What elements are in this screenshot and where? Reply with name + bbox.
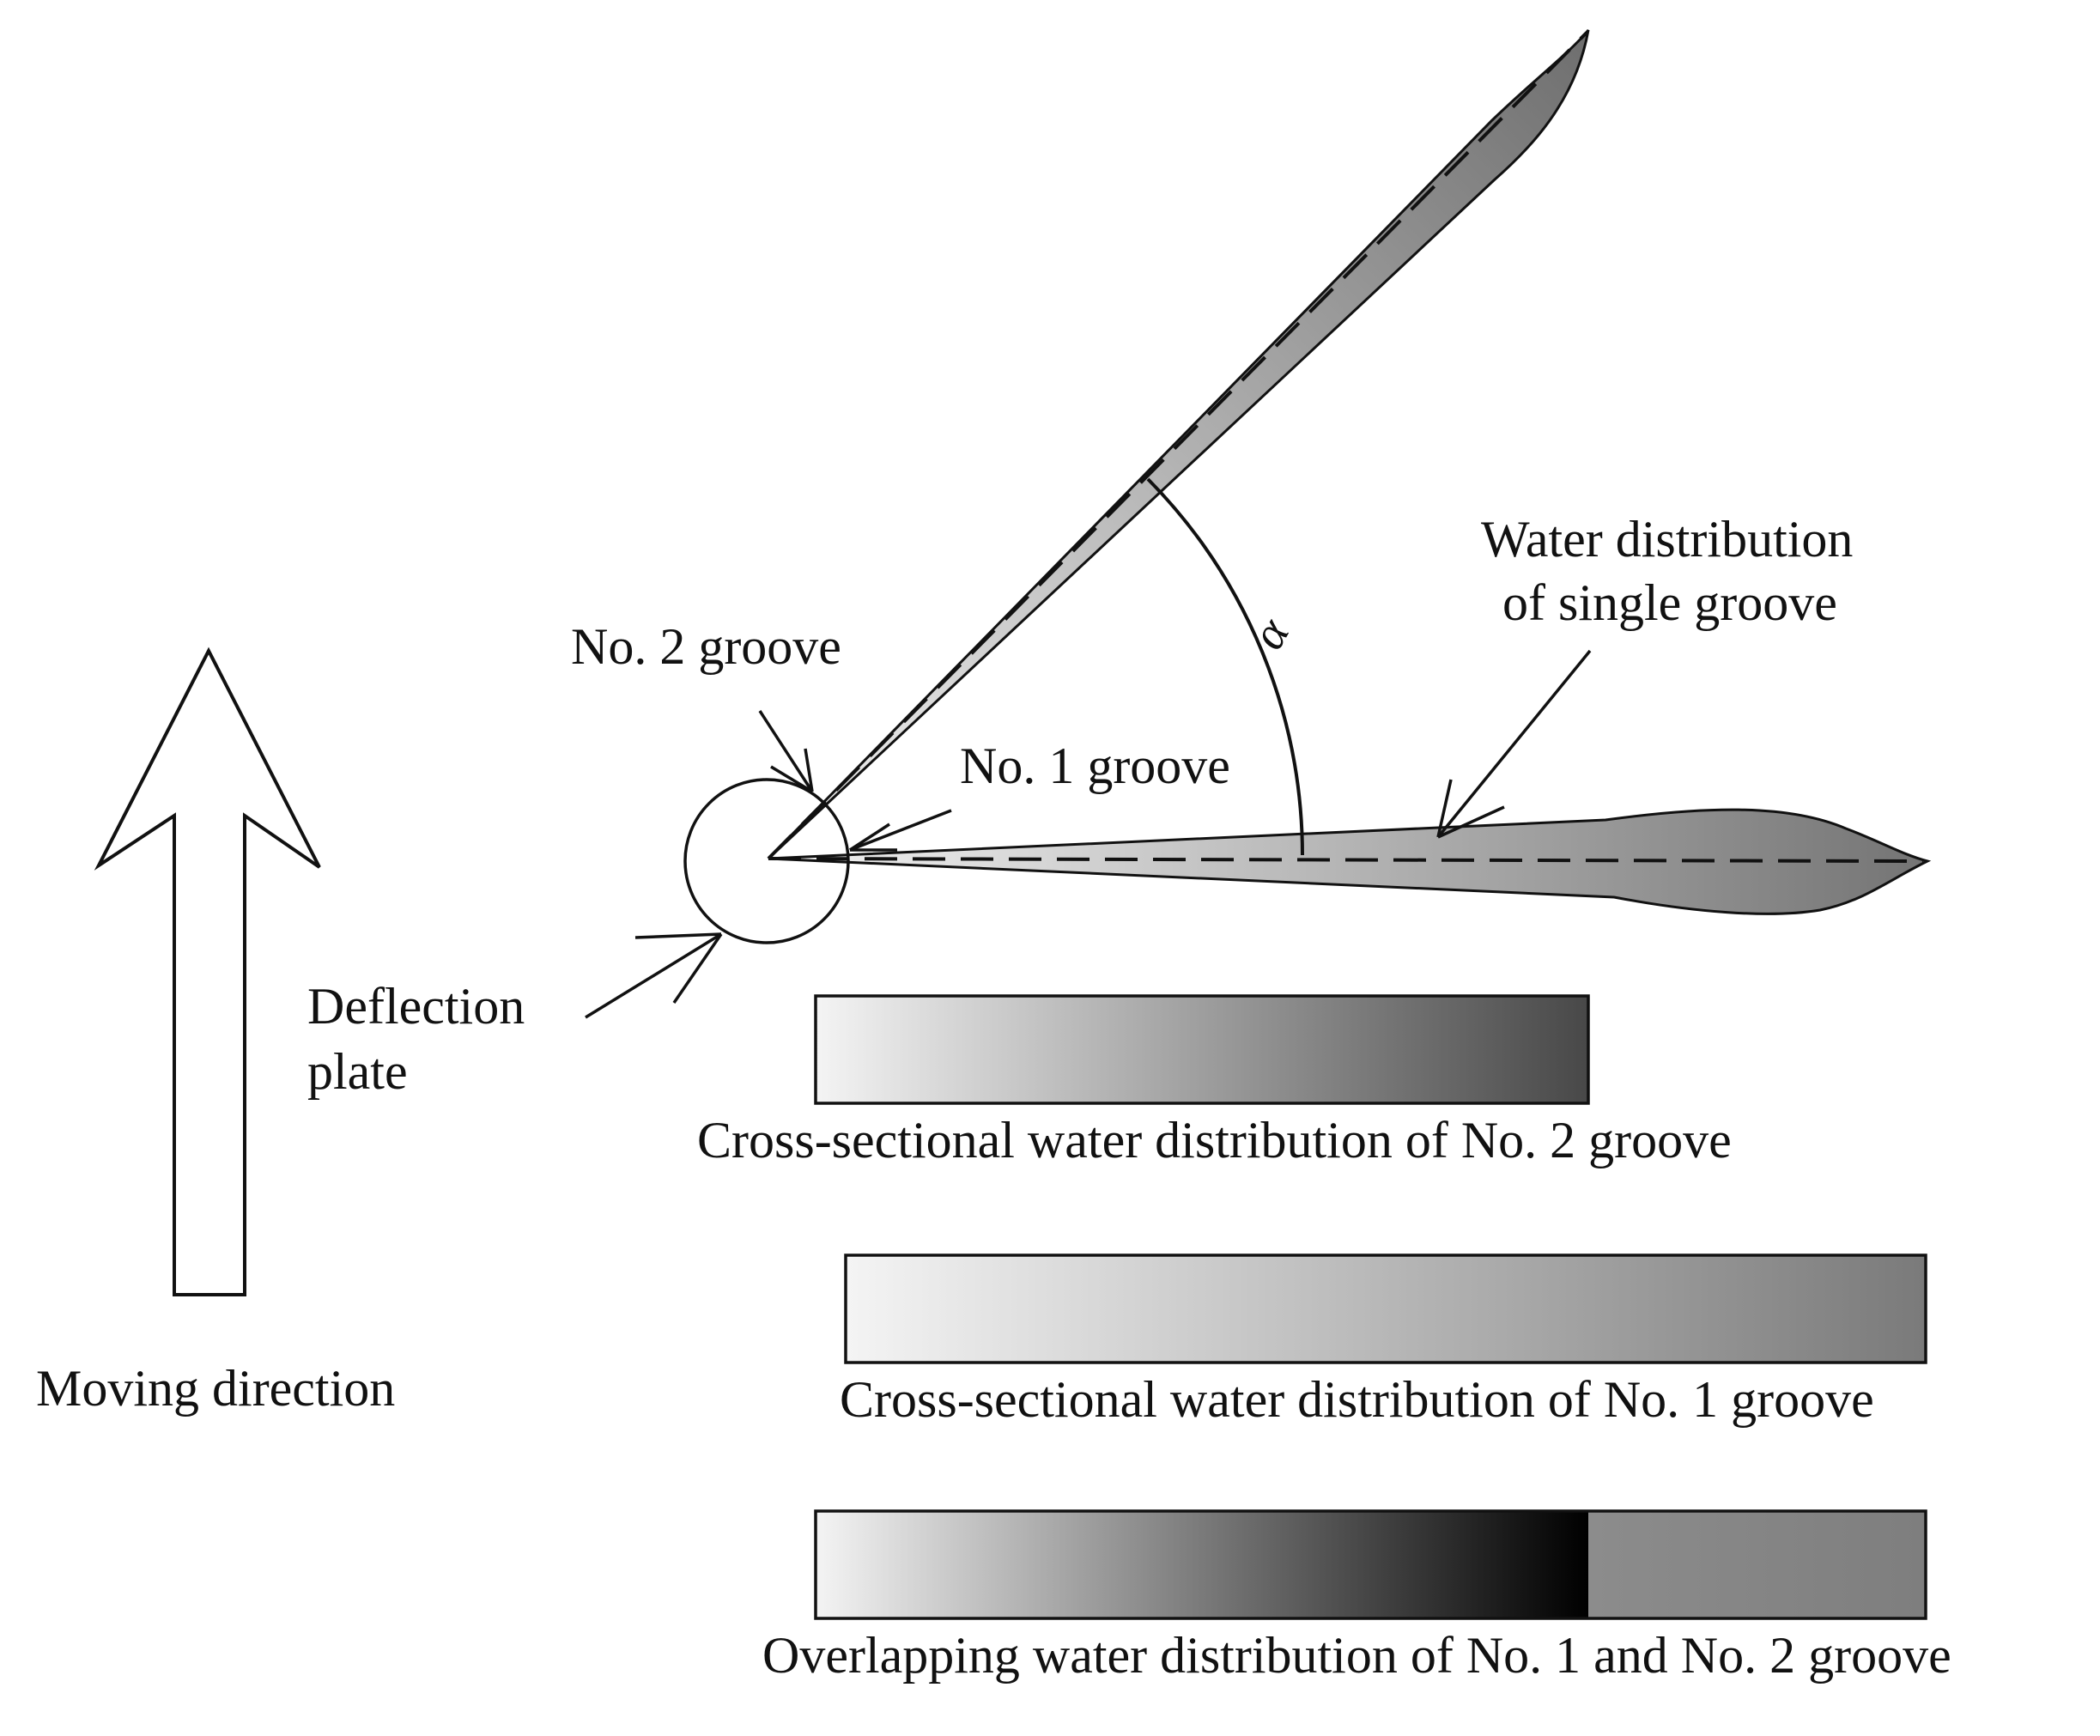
water-single-groove-pointer [1436,649,1592,839]
no2-groove-pointer [758,710,814,793]
groove-2-label: No. 2 groove [571,618,841,675]
water-single-label-line2: of single groove [1502,574,1837,631]
angle-label: α [1241,609,1301,659]
moving-direction-arrow [94,646,321,1296]
no1-groove-pointer [849,809,952,852]
no1-groove-centerline [768,857,1924,863]
cross-section-no2-label: Cross-sectional water distribution of No… [697,1112,1732,1168]
overlapping-distribution-bar [814,1509,1927,1620]
deflection-plate-label-line2: plate [307,1043,408,1100]
moving-direction-label: Moving direction [36,1360,395,1417]
cross-section-no1-label: Cross-sectional water distribution of No… [840,1371,1874,1428]
no2-groove-centerline [767,31,1588,860]
overlapping-label: Overlapping water distribution of No. 1 … [762,1627,1951,1684]
deflection-plate-label-line1: Deflection [307,978,525,1035]
deflection-plate-pointer [585,932,723,1019]
cross-section-bar-no1 [844,1253,1927,1364]
water-single-label-line1: Water distribution [1481,511,1853,568]
groove-1-label: No. 1 groove [960,737,1230,794]
no1-groove-water-jet [768,808,1932,915]
angle-arc [1146,477,1304,856]
deflection-plate [683,778,850,944]
cross-section-bar-no2 [814,994,1590,1105]
